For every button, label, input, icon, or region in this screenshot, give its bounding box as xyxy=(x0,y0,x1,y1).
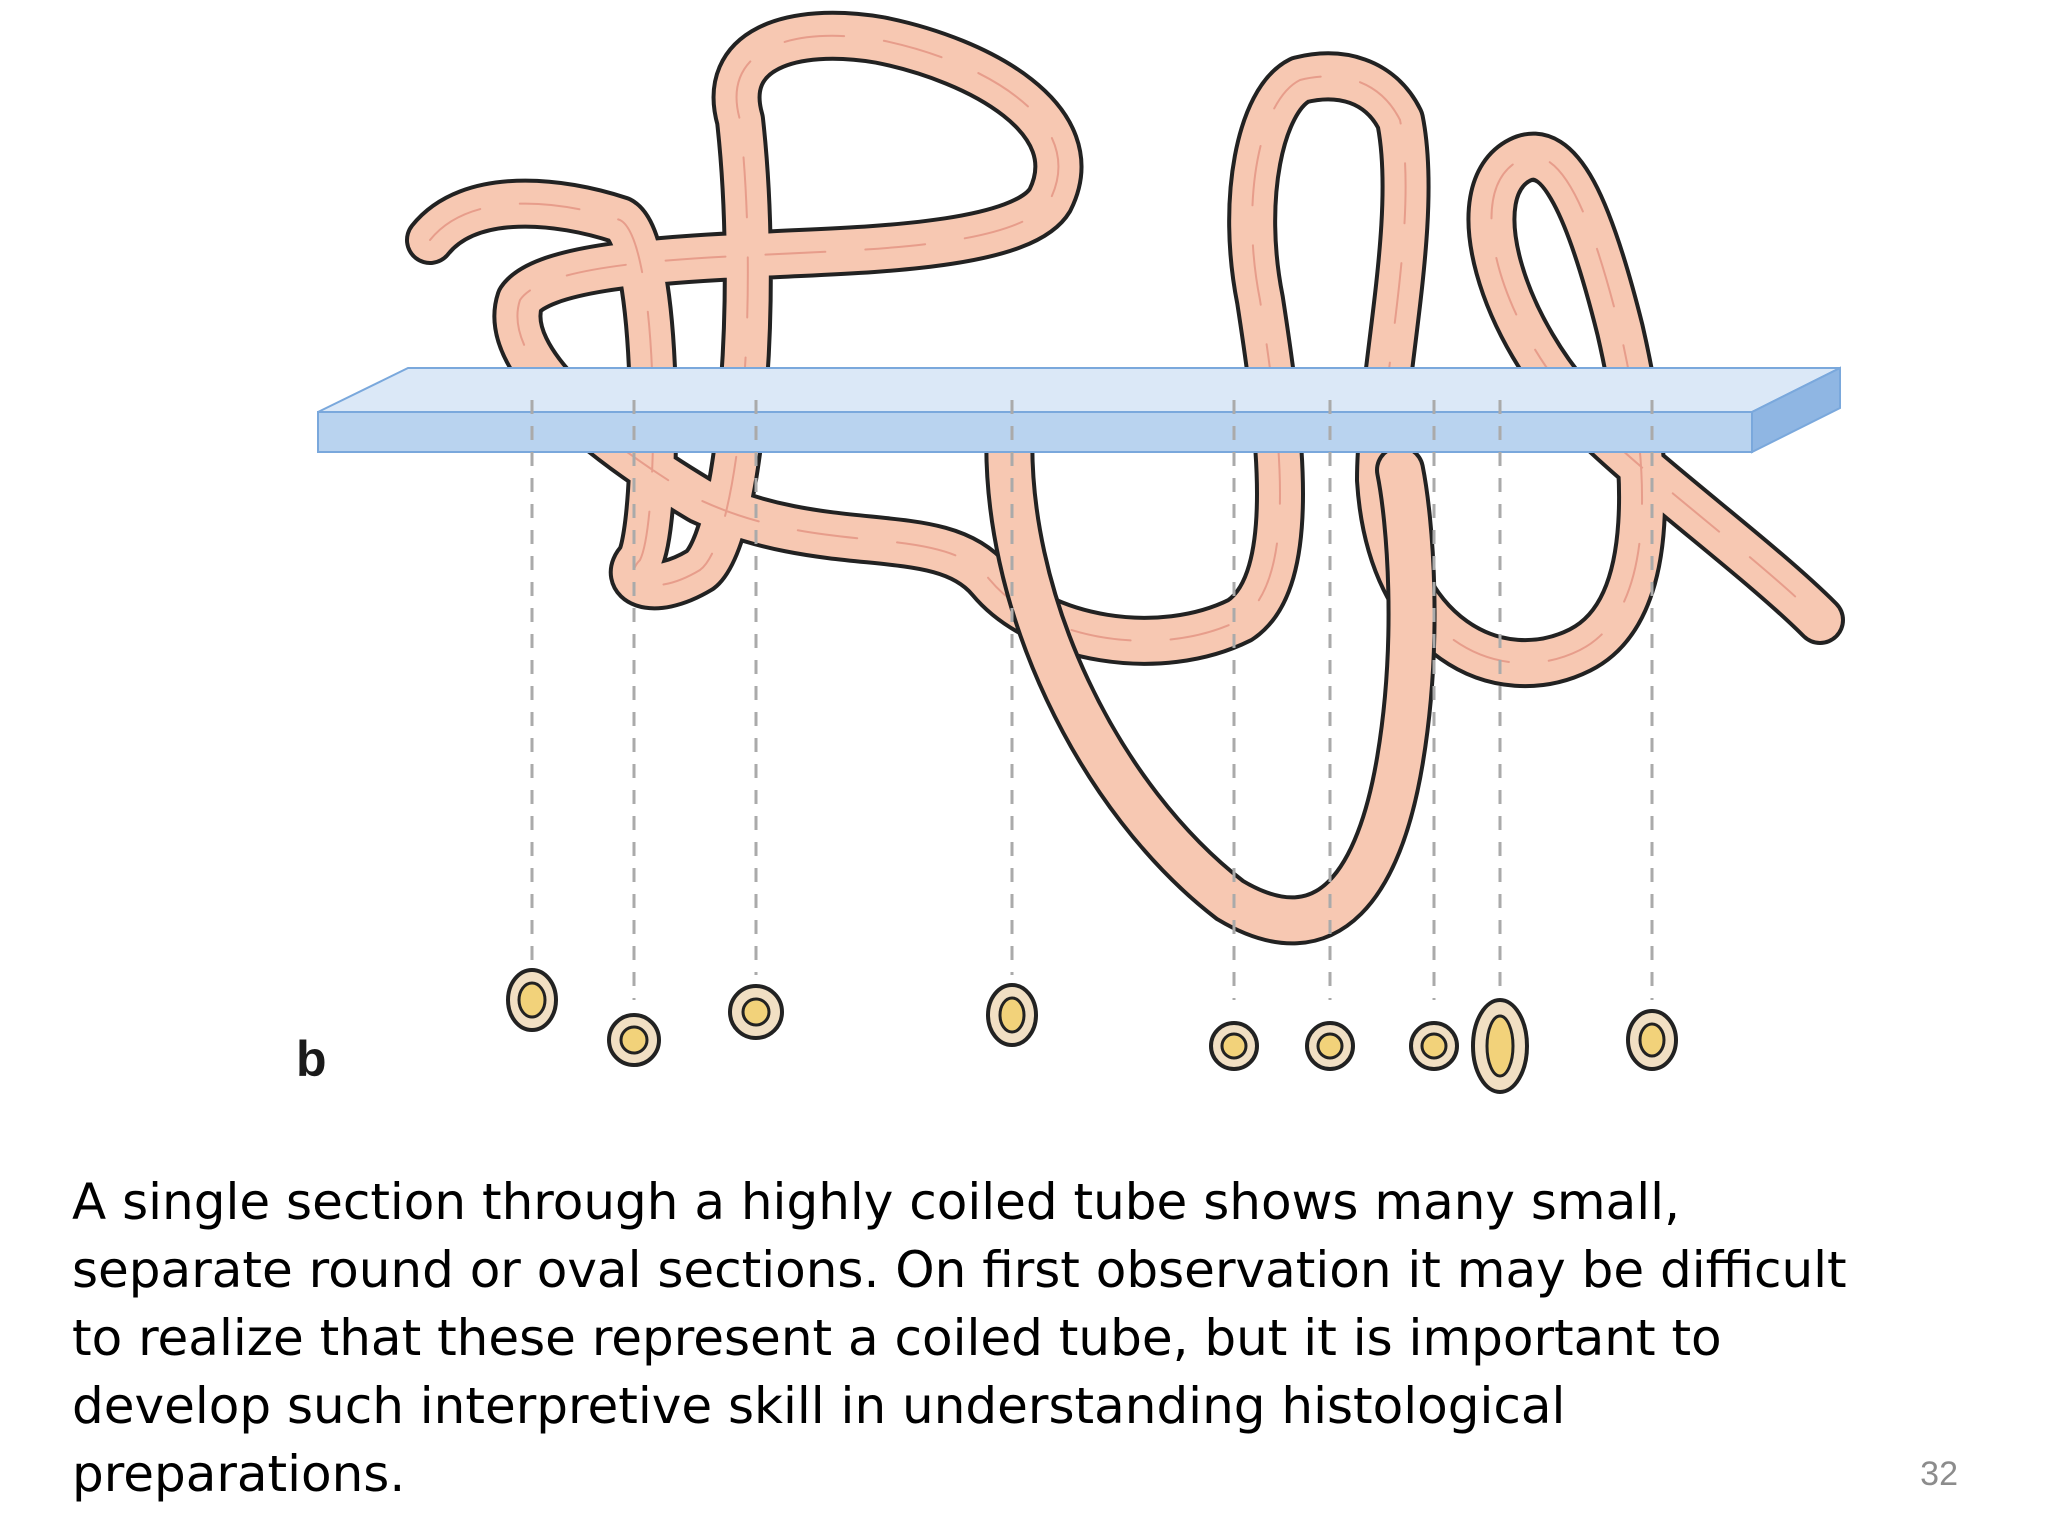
cross-section xyxy=(1471,998,1529,1094)
cross-section xyxy=(728,984,784,1040)
coiled-tube xyxy=(405,10,1845,689)
cross-section xyxy=(506,968,558,1032)
cross-section xyxy=(986,983,1038,1047)
tube-lower-loop xyxy=(984,395,1437,946)
cross-section xyxy=(1626,1009,1678,1071)
cross-section xyxy=(1305,1021,1355,1071)
coiled-tube-diagram xyxy=(317,10,1845,1094)
cross-section xyxy=(1209,1021,1259,1071)
page-number: 32 xyxy=(1920,1455,1958,1493)
cross-sections xyxy=(506,968,1678,1094)
cross-section xyxy=(1409,1021,1459,1071)
panel-label: b xyxy=(296,1031,327,1087)
cross-section xyxy=(607,1013,661,1067)
caption-text: A single section through a highly coiled… xyxy=(72,1173,1847,1503)
guide-lines xyxy=(530,400,1654,1000)
section-plane xyxy=(317,366,1841,454)
